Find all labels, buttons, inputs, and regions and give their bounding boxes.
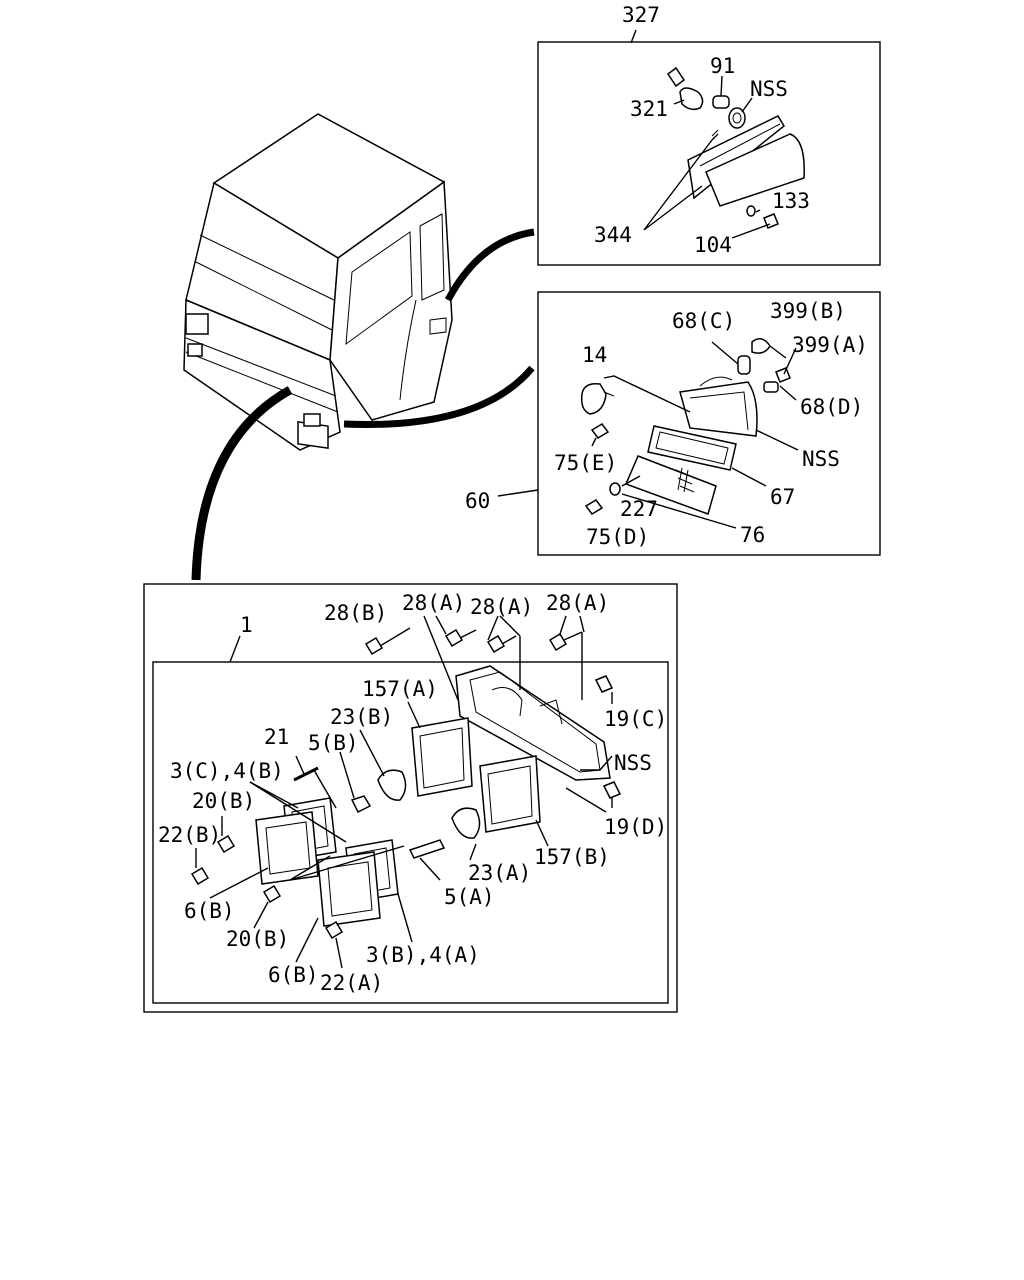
label-399b: 399(B) bbox=[770, 299, 846, 323]
label-23b: 23(B) bbox=[330, 705, 393, 729]
box-1: 1 bbox=[143, 583, 678, 1013]
label-20b-2: 20(B) bbox=[226, 927, 289, 951]
label-157a: 157(A) bbox=[362, 677, 438, 701]
box-60: 60 6 bbox=[465, 291, 881, 556]
label-227: 227 bbox=[620, 497, 658, 521]
label-75d: 75(D) bbox=[586, 525, 649, 549]
truck-cab-drawing bbox=[183, 113, 453, 451]
label-67: 67 bbox=[770, 485, 795, 509]
label-nss-327: NSS bbox=[750, 77, 788, 101]
label-60: 60 bbox=[465, 489, 490, 513]
label-344: 344 bbox=[594, 223, 632, 247]
label-6b-1: 6(B) bbox=[184, 899, 235, 923]
label-28a-1: 28(A) bbox=[402, 591, 465, 615]
label-68d: 68(D) bbox=[800, 395, 863, 419]
label-28a-2: 28(A) bbox=[470, 595, 533, 619]
label-104: 104 bbox=[694, 233, 732, 257]
leader-to-60 bbox=[343, 365, 535, 428]
label-20b-1: 20(B) bbox=[192, 789, 255, 813]
label-28b: 28(B) bbox=[324, 601, 387, 625]
label-133: 133 bbox=[772, 189, 810, 213]
label-75e: 75(E) bbox=[554, 451, 617, 475]
label-157b: 157(B) bbox=[534, 845, 610, 869]
label-22b: 22(B) bbox=[158, 823, 221, 847]
label-6b-2: 6(B) bbox=[268, 963, 319, 987]
label-76: 76 bbox=[740, 523, 765, 547]
label-nss-1: NSS bbox=[614, 751, 652, 775]
label-22a: 22(A) bbox=[320, 971, 383, 995]
label-nss-60: NSS bbox=[802, 447, 840, 471]
label-19c: 19(C) bbox=[604, 707, 667, 731]
label-3c4b: 3(C),4(B) bbox=[170, 759, 284, 783]
label-327: 327 bbox=[622, 3, 660, 27]
label-68c: 68(C) bbox=[672, 309, 735, 333]
label-321: 321 bbox=[630, 97, 668, 121]
label-3b4a: 3(B),4(A) bbox=[366, 943, 480, 967]
label-5a: 5(A) bbox=[444, 885, 495, 909]
label-28a-3: 28(A) bbox=[546, 591, 609, 615]
label-91: 91 bbox=[710, 54, 735, 78]
label-21: 21 bbox=[264, 725, 289, 749]
box-327: 327 91 NSS 321 133 344 104 bbox=[537, 3, 881, 266]
label-19d: 19(D) bbox=[604, 815, 667, 839]
leader-to-1 bbox=[191, 386, 293, 581]
label-399a: 399(A) bbox=[792, 333, 868, 357]
label-1: 1 bbox=[240, 613, 253, 637]
leader-to-327 bbox=[444, 228, 535, 302]
label-23a: 23(A) bbox=[468, 861, 531, 885]
label-14: 14 bbox=[582, 343, 607, 367]
label-5b: 5(B) bbox=[308, 731, 359, 755]
